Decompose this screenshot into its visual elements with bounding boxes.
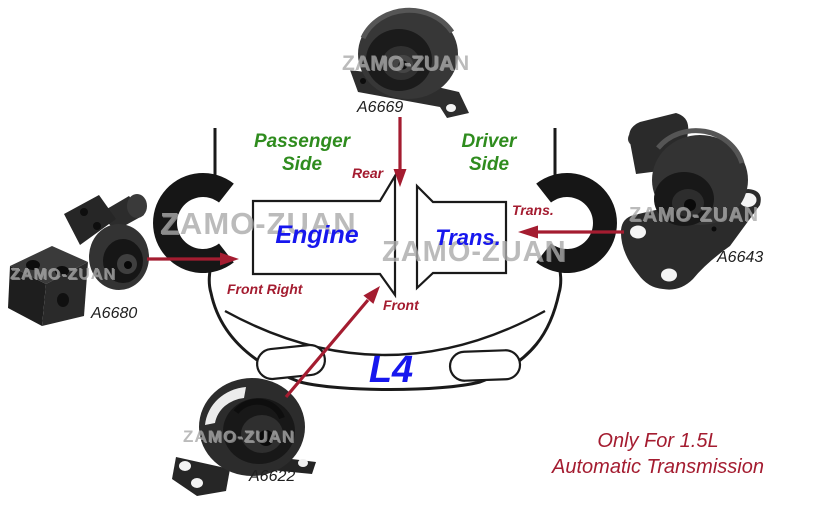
part-photo-a6680 (8, 194, 149, 326)
front-bumper-line (224, 309, 546, 357)
label-passenger-side: Passenger Side (244, 130, 360, 176)
part-label-a6622: A6622 (249, 468, 296, 485)
part-photo-a6643 (620, 113, 761, 290)
front-right-arrow (147, 252, 239, 266)
label-rear: Rear (352, 165, 384, 181)
watermark-text: ZAMO-ZUAN (382, 236, 567, 268)
watermark-text: ZAMO-ZUAN (160, 206, 357, 241)
pointer-arrows (147, 117, 624, 399)
part-label-a6643: A6643 (717, 249, 764, 266)
label-front: Front (383, 297, 419, 313)
label-passenger-line1: Passenger (253, 131, 351, 152)
watermark-text: ZAMO-ZUAN (629, 204, 760, 226)
part-photo-a6669 (350, 7, 469, 118)
label-passenger-line2: Side (281, 154, 323, 176)
fitment-note-line2: Automatic Transmission (552, 456, 764, 479)
label-driver-line2: Side (468, 154, 510, 176)
trans-block-label: Trans. (435, 225, 501, 250)
right-tire (536, 173, 617, 273)
engine-block-label: Engine (275, 221, 359, 249)
left-tire (153, 172, 234, 273)
fitment-note-line1: Only For 1.5L (597, 430, 719, 452)
engine-block-shape (251, 172, 397, 299)
watermark-text: ZAMO-ZUAN (342, 52, 470, 75)
label-front-right: Front Right (227, 281, 303, 297)
watermark-text: ZAMO-ZUAN (183, 427, 295, 446)
label-trans-direction: Trans. (512, 202, 554, 218)
car-body-outline (207, 128, 563, 391)
car-outline (153, 128, 617, 391)
part-photo-a6622 (172, 378, 316, 496)
watermark-text: ZAMO-ZUAN (10, 266, 116, 283)
rear-arrow (393, 117, 407, 187)
engine-type-label: L4 (368, 349, 414, 391)
right-headlight (448, 349, 522, 382)
trans-arrow (518, 225, 624, 239)
label-driver-side: Driver Side (432, 130, 546, 176)
fitment-note: Only For 1.5L Automatic Transmission (536, 428, 780, 481)
front-arrow (284, 286, 380, 399)
trans-block-shape (415, 183, 508, 291)
part-label-a6669: A6669 (357, 99, 404, 116)
part-label-a6680: A6680 (91, 305, 138, 322)
label-driver-line1: Driver (461, 131, 517, 152)
